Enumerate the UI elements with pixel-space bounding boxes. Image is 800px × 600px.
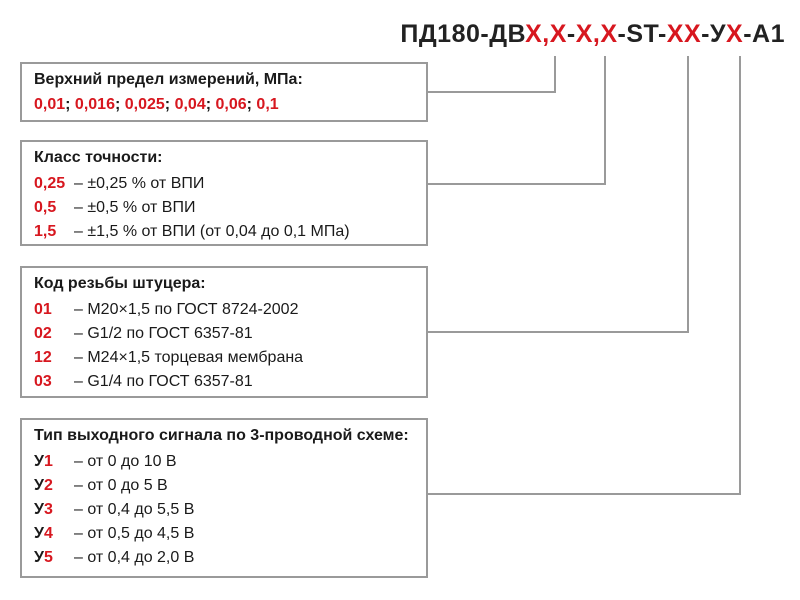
- range-value: 0,016: [74, 96, 115, 113]
- signal-key: 3: [43, 501, 53, 518]
- signal-row: У1 – от 0 до 10 В: [34, 450, 426, 474]
- accuracy-desc: – ±0,5 % от ВПИ: [74, 199, 196, 216]
- signal-prefix: У: [34, 453, 44, 470]
- model-code: ПД180-ДВХ,Х-Х,Х-ST-ХХ-УХ-А1: [400, 20, 785, 49]
- range-separator: ;: [164, 96, 175, 113]
- accuracy-desc: – ±1,5 % от ВПИ (от 0,04 до 0,1 МПа): [74, 223, 350, 240]
- thread-desc: – G1/2 по ГОСТ 6357-81: [74, 325, 253, 342]
- range-separator: ;: [114, 96, 125, 113]
- thread-key: 02: [34, 325, 52, 342]
- range-values: 0,01; 0,016; 0,025; 0,04; 0,06; 0,1: [34, 94, 426, 116]
- thread-key: 01: [34, 301, 52, 318]
- code-part: -А1: [743, 20, 785, 48]
- code-part: ПД180-ДВ: [400, 20, 526, 48]
- signal-prefix: У: [34, 549, 44, 566]
- range-value: 0,06: [215, 96, 247, 113]
- thread-row: 02 – G1/2 по ГОСТ 6357-81: [34, 322, 426, 346]
- range-separator: ;: [246, 96, 257, 113]
- accuracy-box: Класс точности: 0,25 – ±0,25 % от ВПИ 0,5…: [20, 140, 428, 246]
- code-part-thread: ХХ: [666, 20, 702, 48]
- signal-key: 2: [43, 477, 53, 494]
- signal-desc: – от 0,5 до 4,5 В: [74, 525, 195, 542]
- range-value: 0,1: [256, 96, 279, 113]
- thread-desc: – M20×1,5 по ГОСТ 8724-2002: [74, 301, 299, 318]
- accuracy-row: 0,5 – ±0,5 % от ВПИ: [34, 196, 426, 220]
- connector-thread: [428, 56, 689, 333]
- thread-key: 12: [34, 349, 52, 366]
- code-part-range: Х,Х: [525, 20, 567, 48]
- thread-row: 03 – G1/4 по ГОСТ 6357-81: [34, 370, 426, 394]
- thread-desc: – M24×1,5 торцевая мембрана: [74, 349, 304, 366]
- signal-title: Тип выходного сигнала по 3-проводной схе…: [34, 427, 409, 444]
- thread-row: 12 – M24×1,5 торцевая мембрана: [34, 346, 426, 370]
- range-separator: ;: [205, 96, 216, 113]
- signal-desc: – от 0 до 5 В: [74, 477, 168, 494]
- accuracy-title: Класс точности:: [34, 149, 163, 166]
- signal-box: Тип выходного сигнала по 3-проводной схе…: [20, 418, 428, 578]
- signal-row: У4 – от 0,5 до 4,5 В: [34, 522, 426, 546]
- thread-box: Код резьбы штуцера: 01 – M20×1,5 по ГОСТ …: [20, 266, 428, 398]
- signal-prefix: У: [34, 501, 44, 518]
- thread-key: 03: [34, 373, 52, 390]
- range-value: 0,04: [174, 96, 206, 113]
- range-title: Верхний предел измерений, МПа:: [34, 71, 303, 88]
- code-part: -ST-: [617, 20, 667, 48]
- code-part: -У: [701, 20, 727, 48]
- thread-title: Код резьбы штуцера:: [34, 275, 206, 292]
- signal-desc: – от 0 до 10 В: [74, 453, 177, 470]
- signal-row: У5 – от 0,4 до 2,0 В: [34, 546, 426, 570]
- signal-row: У2 – от 0 до 5 В: [34, 474, 426, 498]
- signal-key: 4: [43, 525, 53, 542]
- range-value: 0,025: [124, 96, 165, 113]
- range-box: Верхний предел измерений, МПа: 0,01; 0,0…: [20, 62, 428, 122]
- signal-prefix: У: [34, 477, 44, 494]
- connector-range: [428, 56, 556, 93]
- signal-row: У3 – от 0,4 до 5,5 В: [34, 498, 426, 522]
- accuracy-row: 0,25 – ±0,25 % от ВПИ: [34, 172, 426, 196]
- accuracy-desc: – ±0,25 % от ВПИ: [74, 175, 205, 192]
- code-part: -: [566, 20, 576, 48]
- signal-key: 1: [43, 453, 53, 470]
- code-part-signal: Х: [726, 20, 744, 48]
- code-part-accuracy: Х,Х: [575, 20, 618, 48]
- thread-row: 01 – M20×1,5 по ГОСТ 8724-2002: [34, 298, 426, 322]
- thread-desc: – G1/4 по ГОСТ 6357-81: [74, 373, 253, 390]
- signal-desc: – от 0,4 до 2,0 В: [74, 549, 195, 566]
- range-separator: ;: [65, 96, 75, 113]
- signal-prefix: У: [34, 525, 44, 542]
- signal-desc: – от 0,4 до 5,5 В: [74, 501, 195, 518]
- connector-accuracy: [428, 56, 606, 185]
- accuracy-key: 0,5: [34, 199, 57, 216]
- range-value: 0,01: [34, 96, 66, 113]
- accuracy-row: 1,5 – ±1,5 % от ВПИ (от 0,04 до 0,1 МПа): [34, 220, 426, 244]
- accuracy-key: 0,25: [34, 175, 66, 192]
- signal-key: 5: [43, 549, 53, 566]
- connector-signal: [428, 56, 741, 495]
- accuracy-key: 1,5: [34, 223, 57, 240]
